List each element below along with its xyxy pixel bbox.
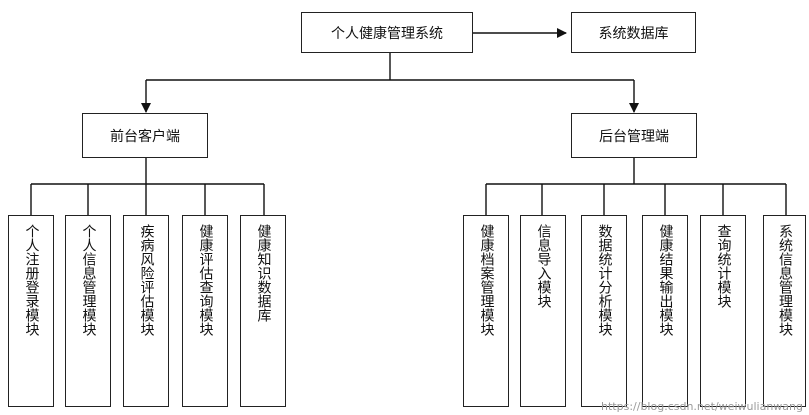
backend-module: 系统信息管理模块	[763, 215, 806, 407]
frontend-module: 健康评估查询模块	[182, 215, 228, 407]
backend-module: 健康结果输出模块	[642, 215, 688, 407]
frontend-module: 健康知识数据库	[240, 215, 286, 407]
frontend-module: 疾病风险评估模块	[123, 215, 169, 407]
watermark-text: https://blog.csdn.net/weiwulianwang	[601, 400, 803, 413]
backend-module: 数据统计分析模块	[581, 215, 627, 407]
frontend-module: 个人注册登录模块	[8, 215, 54, 407]
root-node: 个人健康管理系统	[301, 12, 473, 53]
backend-node: 后台管理端	[571, 113, 697, 158]
frontend-node: 前台客户端	[82, 113, 208, 158]
backend-module: 健康档案管理模块	[463, 215, 509, 407]
database-node: 系统数据库	[571, 12, 696, 53]
backend-module: 信息导入模块	[520, 215, 566, 407]
frontend-module: 个人信息管理模块	[65, 215, 111, 407]
backend-module: 查询统计模块	[700, 215, 746, 407]
